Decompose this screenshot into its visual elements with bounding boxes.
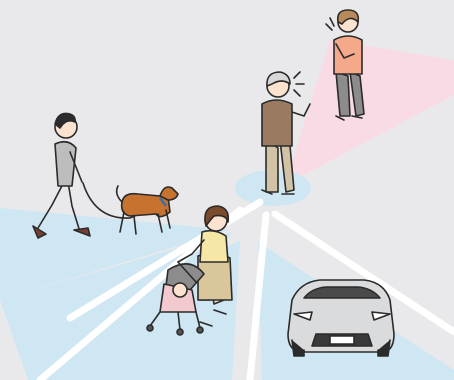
baby-stroller (146, 261, 205, 336)
elderly-man-talking (261, 71, 311, 195)
car (287, 279, 395, 357)
dog (115, 185, 179, 235)
sensor-zone-upper-right (285, 40, 454, 185)
sensor-zone-left (0, 208, 230, 300)
mother-with-stroller (177, 205, 233, 327)
woman-waving (325, 9, 365, 121)
